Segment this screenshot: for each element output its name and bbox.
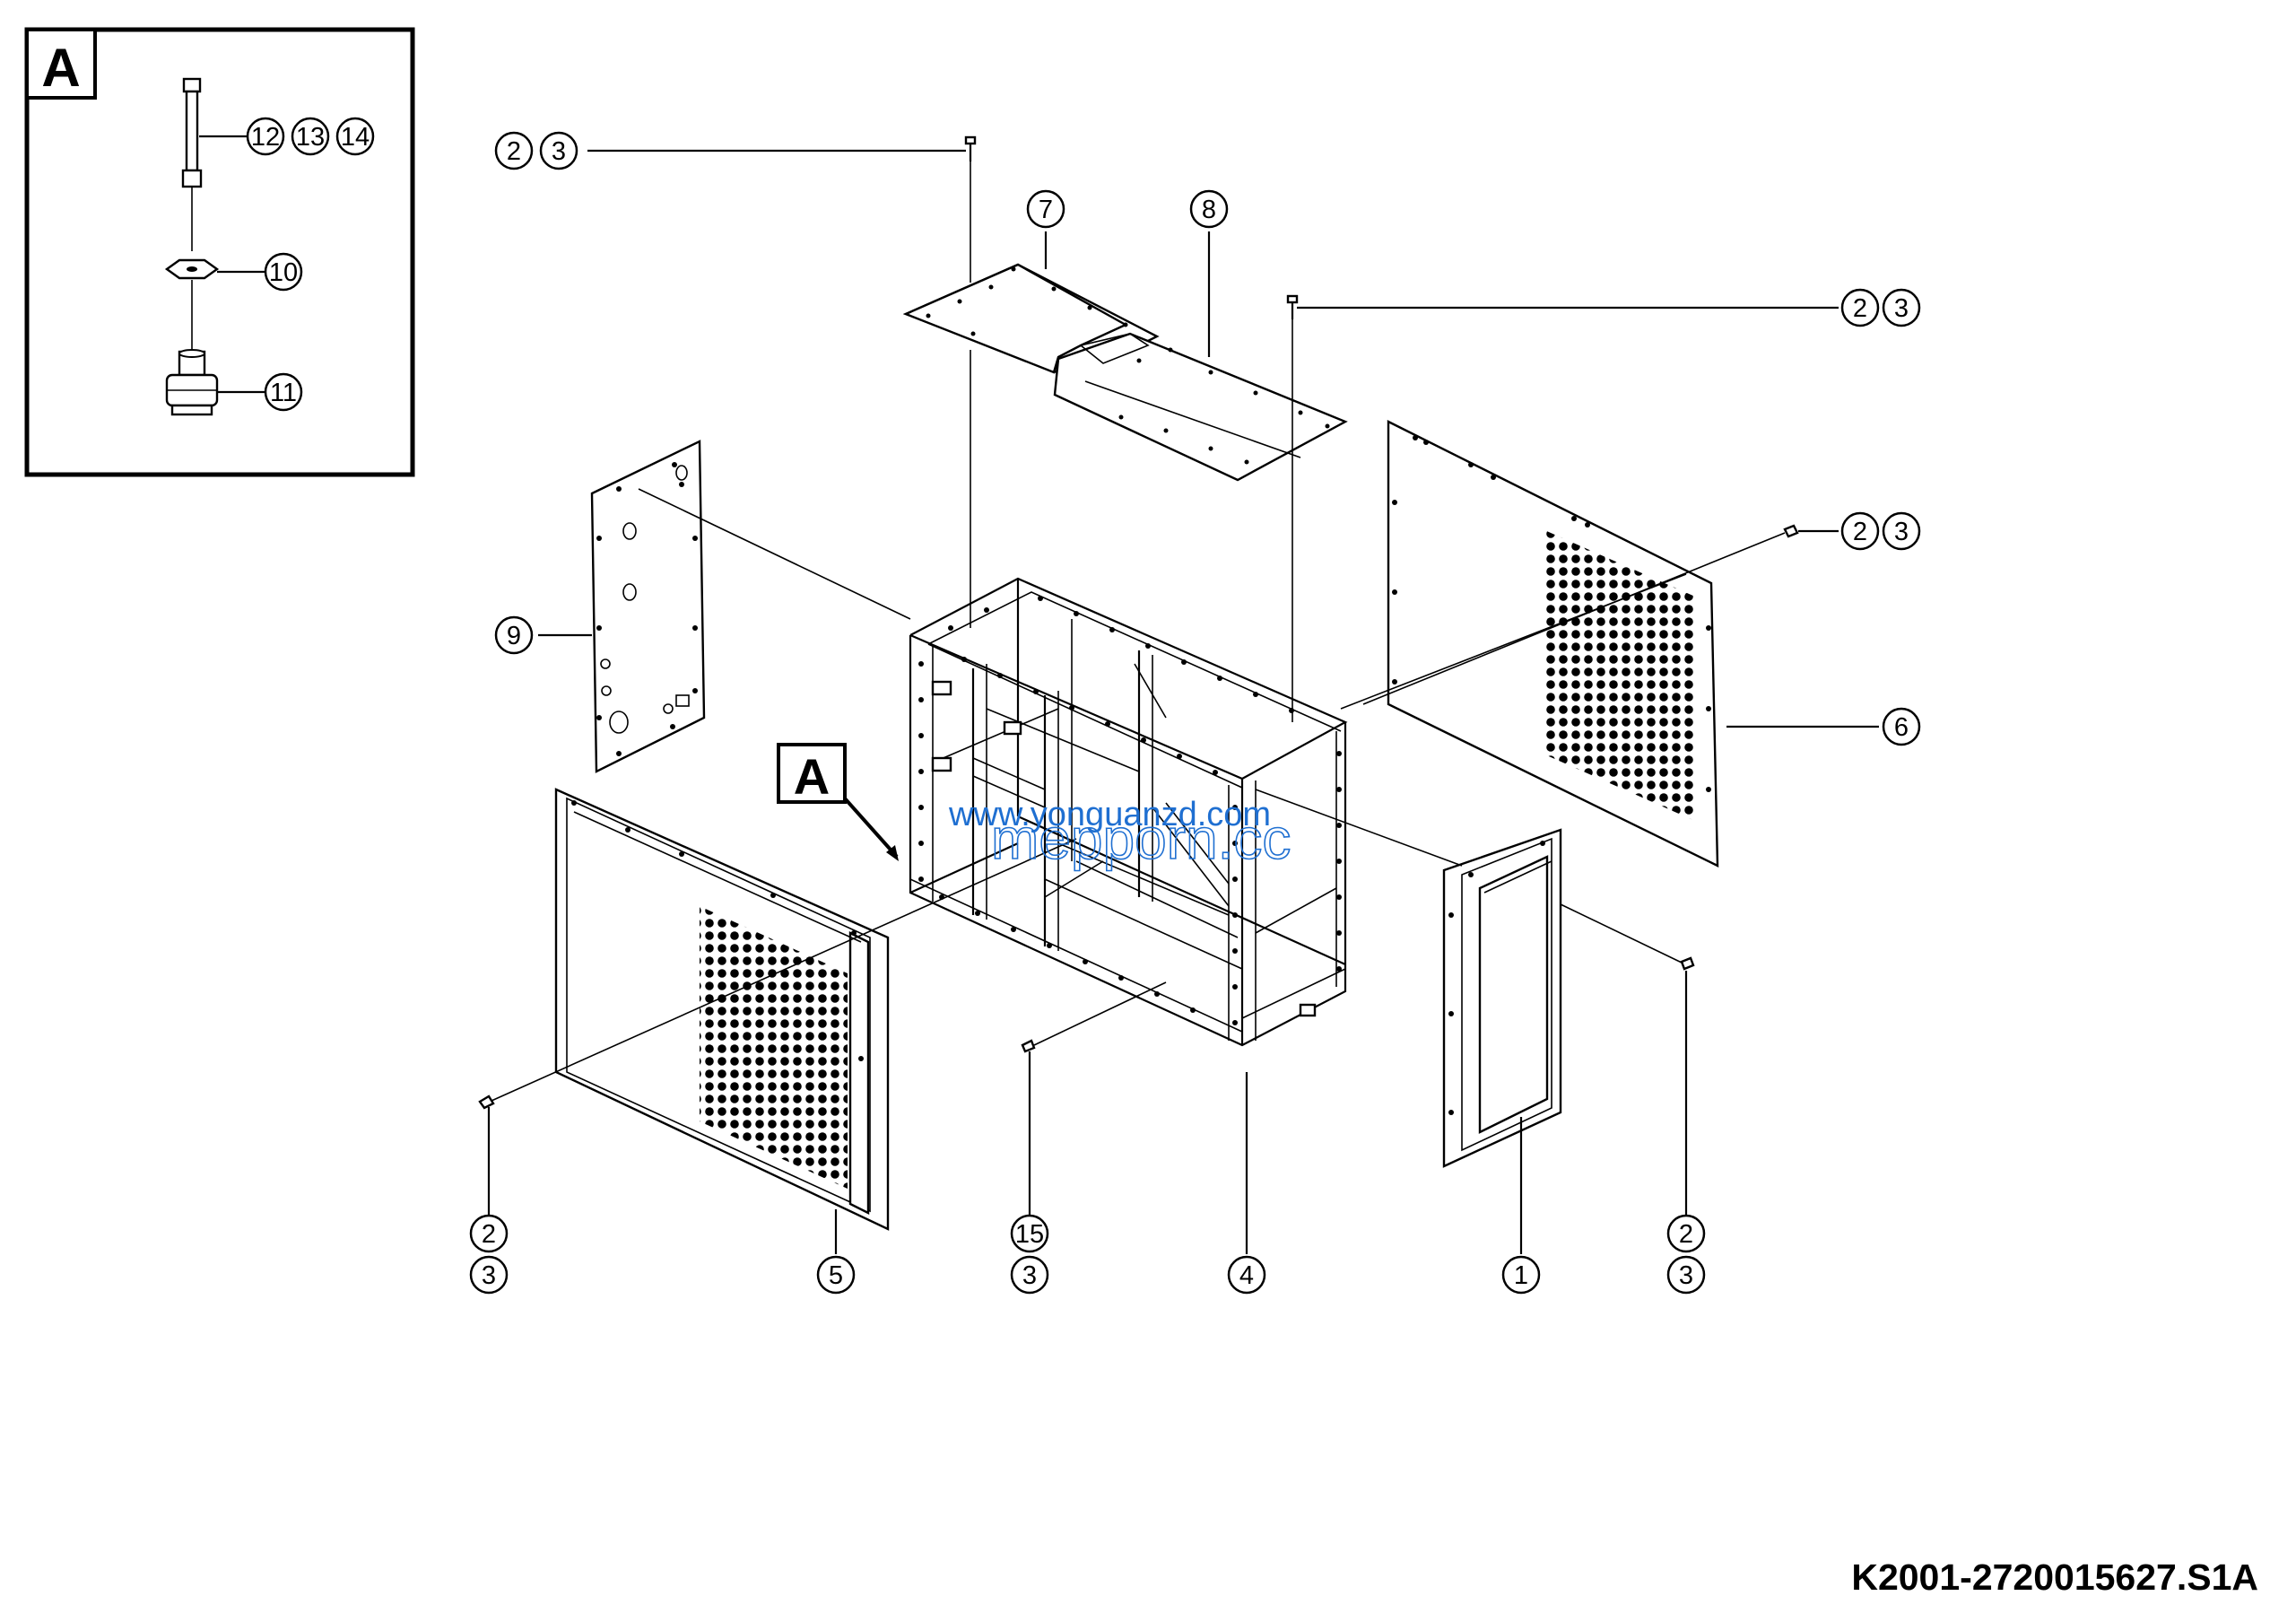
svg-text:15: 15 — [1015, 1220, 1044, 1249]
svg-text:A: A — [794, 748, 830, 805]
detail-a-marker: A — [777, 743, 899, 861]
washer-icon — [164, 258, 220, 352]
callout-9: 9 — [494, 615, 534, 655]
callout-1: 1 — [1501, 1255, 1541, 1295]
callout-6: 6 — [1882, 707, 1921, 746]
leader-lines — [487, 149, 1879, 1254]
callout-2-3-bottom-right: 2 3 — [1666, 1214, 1706, 1295]
svg-text:14: 14 — [341, 123, 370, 152]
svg-text:www.yonguanzd.com: www.yonguanzd.com — [948, 796, 1271, 833]
detail-view-a: A 12 13 — [24, 27, 415, 477]
svg-text:8: 8 — [1202, 196, 1216, 224]
svg-text:3: 3 — [1679, 1261, 1693, 1290]
svg-text:5: 5 — [829, 1261, 843, 1290]
svg-text:2: 2 — [1853, 518, 1867, 546]
side-panel-9 — [590, 440, 706, 773]
svg-text:2: 2 — [1679, 1220, 1693, 1249]
svg-text:12: 12 — [251, 123, 280, 152]
svg-text:2: 2 — [507, 137, 521, 166]
callout-12: 12 — [246, 117, 285, 156]
drawing-id: K2001-2720015627.S1A — [1851, 1557, 2258, 1598]
rubber-mount-icon — [165, 349, 219, 416]
bolt-top-mid — [1286, 294, 1299, 467]
svg-text:6: 6 — [1894, 713, 1909, 742]
detail-view-label: A — [41, 38, 80, 98]
bolt-top-left — [964, 135, 977, 283]
svg-text:2: 2 — [482, 1220, 496, 1249]
watermark: www.yonguanzd.com mepporn.cc — [948, 796, 1292, 872]
callout-2-3-top: 2 3 — [494, 131, 578, 170]
callout-2-3-mid: 2 3 — [1840, 288, 1921, 327]
cover-door-1 — [1442, 828, 1562, 1168]
callout-10: 10 — [264, 252, 303, 292]
bolt-bottom-right — [1560, 903, 1695, 971]
callout-2-3-bottom-left: 2 3 — [469, 1214, 509, 1295]
callout-14: 14 — [335, 117, 375, 156]
svg-text:3: 3 — [1022, 1261, 1037, 1290]
svg-text:1: 1 — [1514, 1261, 1528, 1290]
svg-text:2: 2 — [1853, 294, 1867, 323]
svg-text:3: 3 — [1894, 294, 1909, 323]
callout-5: 5 — [816, 1255, 856, 1295]
svg-text:13: 13 — [296, 123, 325, 152]
perforated-panel-5 — [554, 788, 890, 1231]
bolt-icon — [181, 77, 203, 251]
callout-8: 8 — [1189, 189, 1229, 229]
svg-text:10: 10 — [269, 258, 298, 287]
bolt-bottom-left — [478, 838, 1077, 1110]
callout-7: 7 — [1026, 189, 1065, 229]
frame-structure — [909, 577, 1348, 1047]
top-cover-plate-8 — [1053, 332, 1348, 482]
bolt-bottom-mid — [1021, 981, 1167, 1053]
svg-text:3: 3 — [552, 137, 566, 166]
callout-2-3-right: 2 3 — [1840, 511, 1921, 551]
svg-text:7: 7 — [1039, 196, 1053, 224]
callout-13: 13 — [291, 117, 330, 156]
svg-text:mepporn.cc: mepporn.cc — [991, 807, 1291, 871]
callout-15-3: 15 3 — [1010, 1214, 1049, 1295]
svg-text:3: 3 — [482, 1261, 496, 1290]
callout-4: 4 — [1227, 1255, 1266, 1295]
callout-11: 11 — [264, 372, 303, 412]
perforated-panel-6 — [1387, 420, 1719, 868]
svg-text:11: 11 — [270, 379, 297, 407]
svg-text:3: 3 — [1894, 518, 1909, 546]
svg-text:9: 9 — [507, 622, 521, 650]
svg-text:4: 4 — [1239, 1261, 1254, 1290]
